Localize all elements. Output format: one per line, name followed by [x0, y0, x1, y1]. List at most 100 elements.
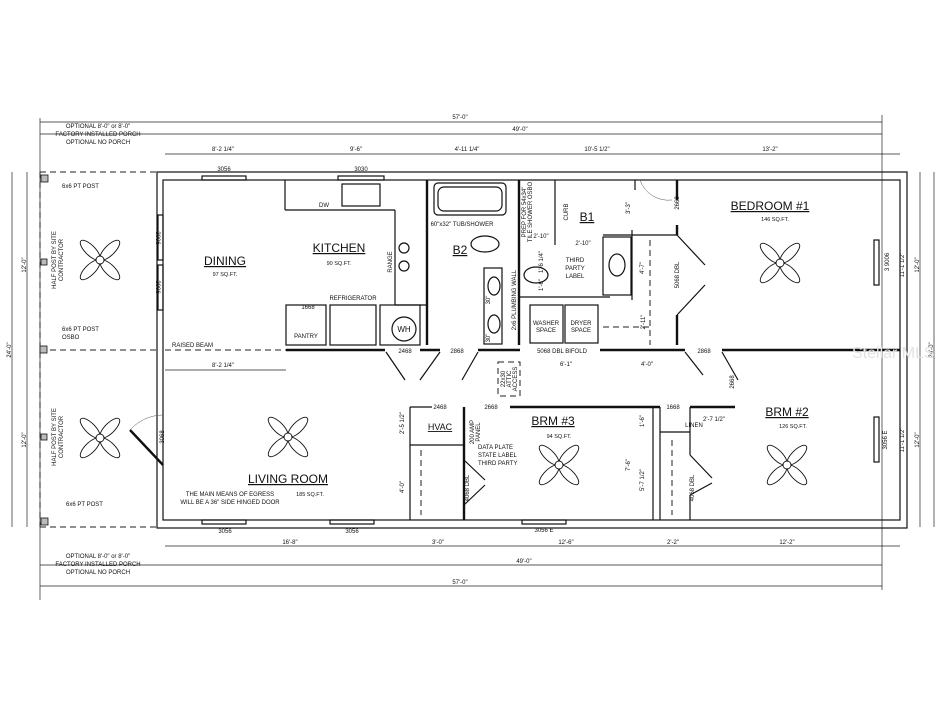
room-dining: DINING: [204, 254, 246, 268]
window-label: 3056 E: [883, 430, 889, 449]
egress-note: THE MAIN MEANS OF EGRESS: [186, 492, 274, 498]
half-post-label: CONTRACTOR: [59, 238, 65, 281]
room-bedroom1: BEDROOM #1: [731, 199, 810, 213]
room-kitchen: KITCHEN: [313, 241, 366, 255]
dim-bottom: 2'-2": [667, 540, 679, 546]
data-plate-label: DATA PLATE: [478, 445, 513, 451]
window-label: 3056: [345, 529, 359, 535]
vanity-label: 30": [486, 296, 492, 305]
room-area: 146 SQ.FT.: [761, 217, 789, 223]
pantry-label: PANTRY: [294, 334, 318, 340]
post-icon: [40, 174, 49, 183]
dim-top: 4'-11 1/4": [455, 147, 480, 153]
door-label: 3068: [160, 430, 166, 444]
dim-overall: 57'-0": [452, 580, 467, 586]
dim-b1: 1'-6 1/4": [539, 251, 545, 273]
door-label: 5068 DBL BIFOLD: [537, 349, 587, 355]
walls: [129, 171, 908, 529]
dim-bottom: 3'-0": [432, 540, 444, 546]
dim-box: 49'-0": [516, 559, 531, 565]
window-label: 3056 E: [534, 528, 553, 534]
window-label: 3 9006: [885, 252, 891, 271]
panel-label: 200 AMP: [470, 420, 476, 444]
egress-note: WILL BE A 36" SIDE HINGED DOOR: [180, 500, 280, 506]
post-icon: [40, 517, 49, 526]
post-icon: [39, 345, 48, 354]
porch-note: FACTORY INSTALLED PORCH: [55, 562, 140, 568]
shower-prep-label: PREP FOR 54x34": [522, 187, 528, 238]
dim-b1: 1'-6": [539, 279, 545, 291]
window-label: 3030: [354, 167, 368, 173]
room-area: 185 SQ.FT.: [296, 492, 324, 498]
porch-note: OPTIONAL NO PORCH: [66, 570, 130, 576]
ceiling-fan-icon: [756, 239, 804, 287]
ceiling-fan-icon: [763, 441, 811, 489]
window-label: 3056: [217, 167, 231, 173]
dim-hall: 4'-0": [641, 362, 653, 368]
window-label: 3056: [218, 529, 232, 535]
dim-b1: 2'-10": [533, 234, 548, 240]
raised-beam-label: RAISED BEAM: [172, 343, 213, 349]
room-brm3: BRM #3: [531, 414, 575, 428]
room-b2: B2: [453, 243, 468, 257]
porch: [39, 171, 286, 528]
dim-half: 12'-0": [915, 432, 921, 447]
half-post-label: HALF POST BY SITE: [52, 408, 58, 466]
dim-hvac: 4'-0": [400, 481, 406, 493]
dim-hall: 6'-1": [560, 362, 572, 368]
dim-hvac: 2'-5 1/2": [400, 412, 406, 434]
dim-b1: 3'-3": [626, 202, 632, 214]
ceiling-fan-icon: [264, 413, 312, 461]
panel-label: PANEL: [476, 422, 482, 442]
dimension-lines: [11, 115, 935, 600]
door-label: 2668: [730, 375, 736, 389]
dim-bottom: 12'-2": [779, 540, 794, 546]
refrigerator-label: REFRIGERATOR: [329, 296, 377, 302]
dim-b1: 2'-11": [641, 315, 647, 330]
data-plate-label: STATE LABEL: [478, 453, 517, 459]
attic-label: 22x30: [501, 370, 507, 387]
door-label: 2668: [484, 405, 498, 411]
range-label: RANGE: [388, 251, 394, 272]
door-label: 2868: [450, 349, 464, 355]
tub-label: 60"x32" TUB/SHOWER: [431, 222, 495, 228]
shower-prep-label: TILE SHOWER OSBO: [528, 181, 534, 242]
dim-top: 8'-2 1/4": [212, 147, 234, 153]
dim-room: 11'-1 1/2": [900, 253, 906, 278]
water-heater-label: WH: [397, 325, 411, 334]
room-area: 97 SQ.FT.: [213, 272, 238, 278]
dishwasher-label: DW: [319, 203, 329, 209]
porch-note: OPTIONAL 8'-0" or 8'-0": [66, 554, 130, 560]
dim-linen: 5'-7 1/2": [640, 469, 646, 491]
dryer-label: DRYER: [571, 321, 593, 327]
third-party-label: PARTY: [565, 266, 584, 272]
dim-bottom: 16'-8": [282, 540, 297, 546]
door-label: 2868: [697, 349, 711, 355]
porch-note: FACTORY INSTALLED PORCH: [55, 132, 140, 138]
room-b1: B1: [580, 210, 595, 224]
door-label: 1668: [666, 405, 680, 411]
dim-dining: 8'-2 1/4": [212, 363, 234, 369]
dim-width: 24'-0": [929, 342, 935, 357]
dim-room: 11'-1 1/2": [900, 428, 906, 453]
post-label: 6x6 PT POST: [66, 502, 103, 508]
dim-half: 12'-0": [22, 257, 28, 272]
data-plate-label: THIRD PARTY: [478, 461, 517, 467]
attic-label: ATTIC: [507, 370, 513, 388]
linen-label: LINEN: [685, 423, 703, 429]
dim-linen: 2'-7 1/2": [703, 417, 725, 423]
washer-label: SPACE: [536, 328, 556, 334]
dim-top: 10'-5 1/2": [584, 147, 609, 153]
dim-box: 49'-0": [512, 127, 527, 133]
dim-bottom: 12'-6": [558, 540, 573, 546]
room-area: 94 SQ.FT.: [547, 434, 572, 440]
dim-top: 13'-2": [762, 147, 777, 153]
dim-b1: 2'-10": [575, 241, 590, 247]
dim-top: 9'-6": [350, 147, 362, 153]
third-party-label: THIRD: [566, 258, 585, 264]
porch-note: OPTIONAL 8'-0" or 8'-0": [66, 124, 130, 130]
post-label: 6x6 PT POST: [62, 184, 99, 190]
third-party-label: LABEL: [566, 274, 585, 280]
ceiling-fan-icon: [76, 414, 124, 462]
room-area: 126 SQ.FT.: [779, 424, 807, 430]
